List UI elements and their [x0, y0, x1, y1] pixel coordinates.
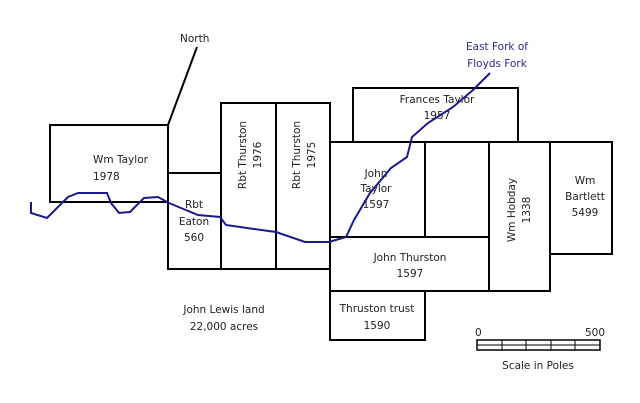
- lot-frances-taylor: [352, 87, 519, 144]
- rbt-eaton-name2: Eaton: [179, 216, 209, 228]
- lot-wm-taylor: [49, 124, 169, 203]
- frances-taylor-name: Frances Taylor: [400, 94, 475, 106]
- scale-min: 0: [475, 327, 482, 339]
- lot-rbt-eaton: [167, 172, 222, 270]
- john-lewis-name: John Lewis land: [182, 304, 264, 316]
- thruston-trust-name: Thruston trust: [339, 303, 415, 315]
- rbt-thurston-1975-name: Rbt Thurston: [291, 121, 303, 189]
- john-taylor-name2: Taylor: [360, 183, 393, 195]
- rbt-thurston-1976-name: Rbt Thurston: [237, 121, 249, 189]
- wm-taylor-number: 1978: [93, 171, 120, 183]
- john-taylor-name1: John: [364, 168, 388, 180]
- lot-wm-bartlett: [549, 141, 613, 255]
- lot-thruston-trust: [329, 290, 426, 341]
- wm-bartlett-name2: Bartlett: [565, 191, 605, 203]
- north-label: North: [180, 33, 209, 45]
- rbt-thurston-1975-number: 1975: [306, 142, 318, 169]
- wm-taylor-name: Wm Taylor: [93, 154, 149, 166]
- river-label-line2: Floyds Fork: [467, 58, 527, 70]
- river-label-line1: East Fork of: [466, 41, 528, 53]
- john-thurston-number: 1597: [397, 268, 424, 280]
- rbt-eaton-number: 560: [184, 232, 204, 244]
- wm-bartlett-name1: Wm: [575, 175, 596, 187]
- scale-bar: [476, 339, 601, 351]
- rbt-eaton-name1: Rbt: [185, 199, 203, 211]
- john-taylor-number: 1597: [363, 199, 390, 211]
- thruston-trust-number: 1590: [364, 320, 391, 332]
- scale-label: Scale in Poles: [502, 360, 574, 372]
- lot-john-thurston: [329, 236, 490, 292]
- lot-unnamed: [424, 141, 490, 238]
- wm-hobday-name: Wm Hobday: [506, 178, 518, 242]
- lot-rbt-thurston-1975: [275, 102, 331, 270]
- rbt-thurston-1976-number: 1976: [252, 141, 264, 168]
- north-arrow-line: [167, 46, 198, 126]
- lot-rbt-thurston-1976: [220, 102, 277, 270]
- wm-hobday-number: 1338: [521, 197, 533, 224]
- john-lewis-area: 22,000 acres: [190, 321, 258, 333]
- river-east-fork: [30, 72, 491, 243]
- john-thurston-name: John Thurston: [373, 252, 447, 264]
- wm-bartlett-number: 5499: [572, 207, 599, 219]
- scale-max: 500: [585, 327, 605, 339]
- lot-wm-hobday: [488, 141, 551, 292]
